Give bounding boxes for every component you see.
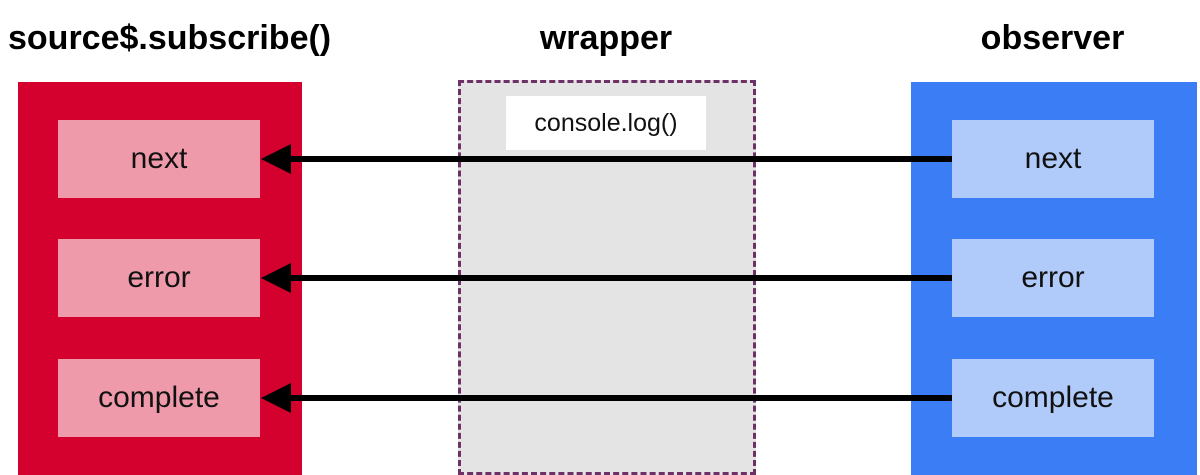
source-heading: source$.subscribe()	[8, 19, 332, 57]
arrow-complete	[261, 383, 952, 413]
wrapper-heading: wrapper	[539, 19, 673, 57]
observer-next-box: next	[952, 120, 1154, 198]
source-error-box: error	[58, 239, 260, 317]
source-next-box: next	[58, 120, 260, 198]
observer-complete-box: complete	[952, 359, 1154, 437]
console-log-box: console.log()	[506, 96, 706, 150]
observer-heading: observer	[980, 19, 1125, 57]
observer-error-box: error	[952, 239, 1154, 317]
source-complete-box: complete	[58, 359, 260, 437]
arrow-complete-head	[261, 383, 291, 413]
arrow-next	[261, 144, 952, 174]
arrow-next-head	[261, 144, 291, 174]
arrow-error-head	[261, 263, 291, 293]
arrow-error	[261, 263, 952, 293]
